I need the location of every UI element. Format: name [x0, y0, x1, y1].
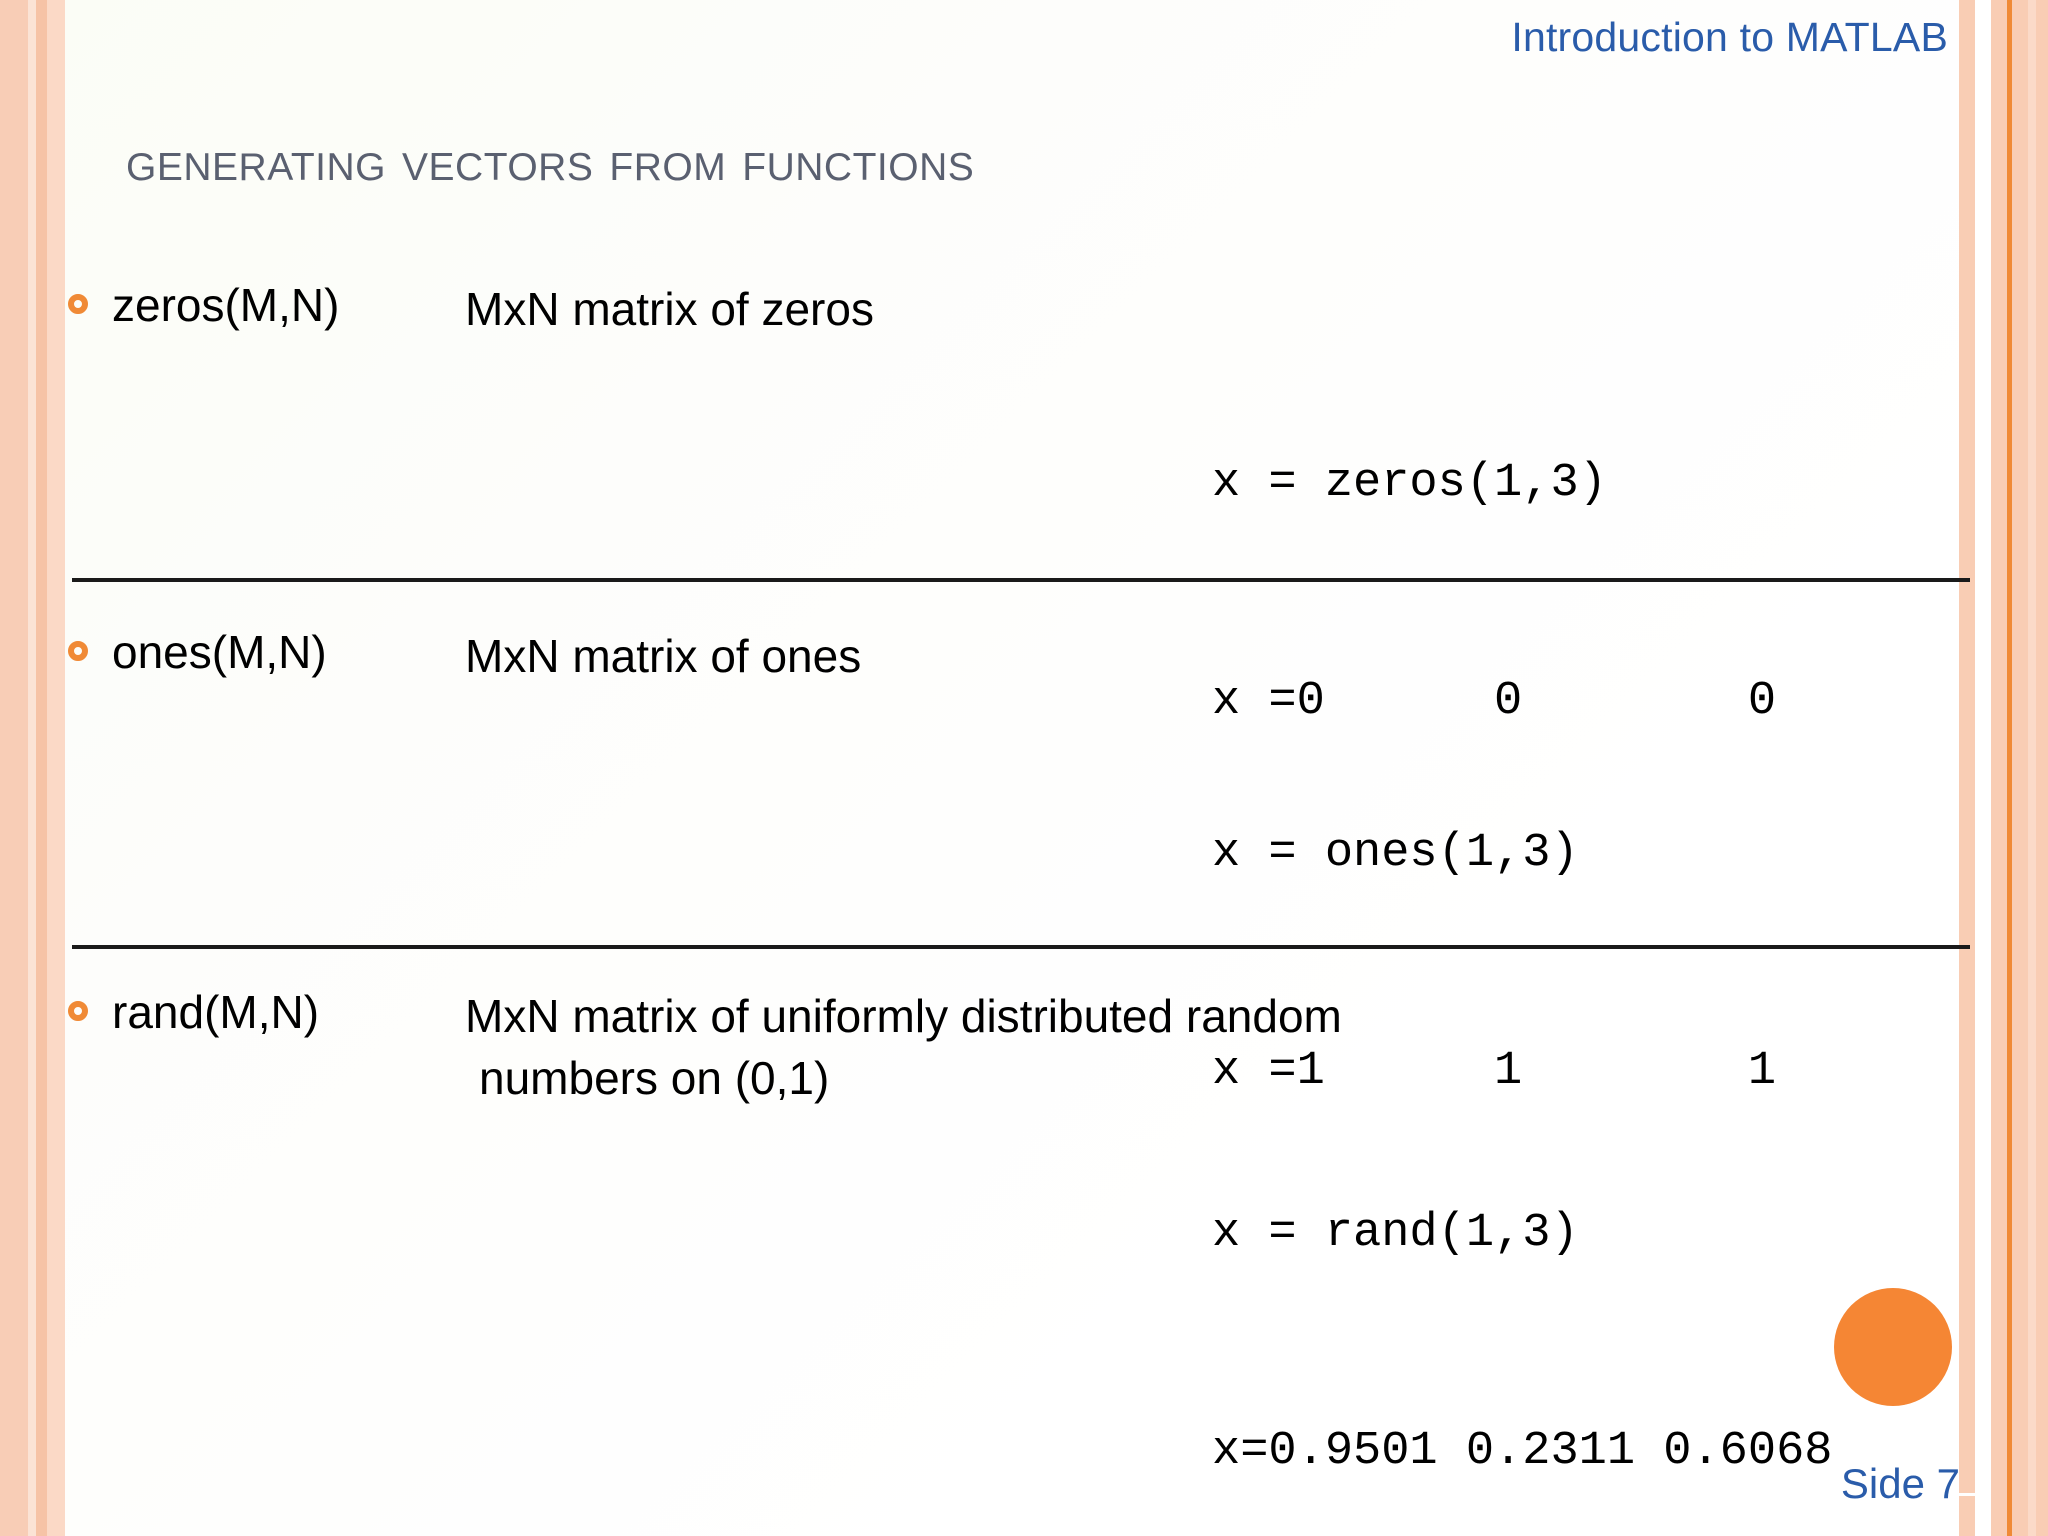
- function-name-label: ones(M,N): [112, 626, 327, 678]
- function-description: MxN matrix of ones: [465, 625, 861, 687]
- code-line-output: x =1 1 1: [1212, 1045, 1777, 1099]
- function-name-label: zeros(M,N): [112, 279, 340, 331]
- right-stripe-1: [1959, 0, 1975, 1536]
- code-line-input: x = ones(1,3): [1212, 826, 1579, 880]
- circle-bullet-icon: [68, 1001, 88, 1021]
- right-stripe-accent-line: [2007, 0, 2012, 1536]
- code-example-rand: x = rand(1,3) x=0.9501 0.2311 0.6068: [1212, 1052, 1833, 1536]
- circle-bullet-icon: [68, 641, 88, 661]
- right-stripe-gap: [1975, 0, 1991, 1536]
- code-example-zeros: x = zeros(1,3) x =0 0 0: [1212, 302, 1776, 885]
- function-description: MxN matrix of uniformly distributed rand…: [465, 985, 1342, 1109]
- code-line-input: x = zeros(1,3): [1212, 456, 1607, 510]
- right-stripe-4: [2028, 0, 2036, 1536]
- code-example-ones: x = ones(1,3) x =1 1 1: [1212, 672, 1776, 1255]
- description-line: MxN matrix of ones: [465, 630, 862, 682]
- row-separator-2: [72, 945, 1970, 949]
- slide-number-label: Side 7: [1840, 1460, 1960, 1507]
- left-stripe-4: [47, 0, 65, 1536]
- code-line-output: x=0.9501 0.2311 0.6068: [1212, 1425, 1833, 1479]
- orange-circle-decoration: [1834, 1288, 1952, 1406]
- description-line: distributed random: [960, 990, 1342, 1042]
- description-line: numbers on (0,1): [479, 1052, 830, 1105]
- frame-edge-vertical: [1988, 0, 1991, 1404]
- left-stripe-2: [28, 0, 36, 1536]
- code-line-input: x = rand(1,3): [1212, 1206, 1579, 1260]
- description-line: MxN matrix of uniformly: [465, 990, 949, 1042]
- right-stripe-5: [2036, 0, 2048, 1536]
- left-stripe-1: [0, 0, 28, 1536]
- description-line: MxN matrix of zeros: [465, 283, 874, 335]
- function-name-label: rand(M,N): [112, 986, 320, 1038]
- row-separator-1: [72, 578, 1970, 582]
- code-line-output: x =0 0 0: [1212, 675, 1777, 729]
- right-stripe-2: [1991, 0, 2008, 1536]
- frame-corner-notch: [1919, 1404, 1991, 1496]
- course-header-label: Introduction to MATLAB: [1511, 14, 1948, 60]
- page-title: Generating Vectors from Functions: [126, 129, 975, 192]
- left-stripe-3: [36, 0, 47, 1536]
- function-description: MxN matrix of zeros: [465, 278, 874, 340]
- circle-bullet-icon: [68, 294, 88, 314]
- right-stripe-3: [2012, 0, 2028, 1536]
